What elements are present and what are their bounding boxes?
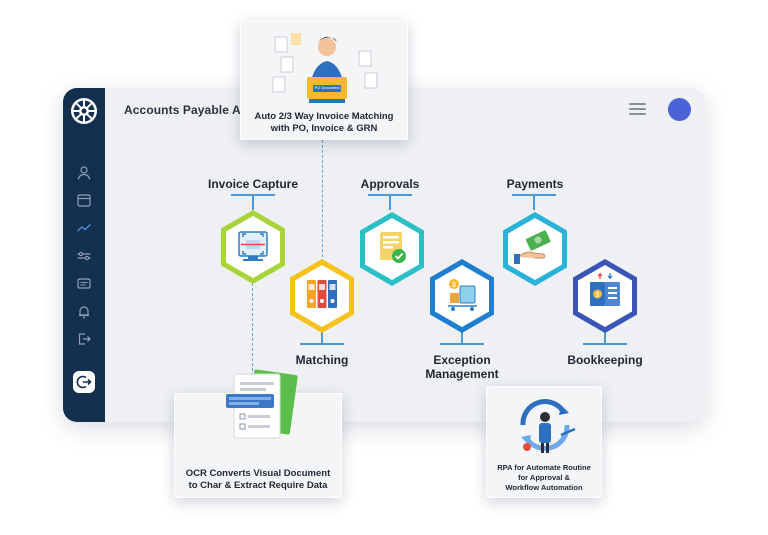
label-connector (252, 194, 254, 210)
logout-button[interactable] (73, 371, 95, 393)
step-label-invoice-capture: Invoice Capture (207, 177, 299, 191)
exit-icon[interactable] (76, 331, 92, 347)
step-node-bookkeeping[interactable]: $ (566, 257, 644, 335)
step-label-approvals: Approvals (360, 177, 420, 191)
step-node-invoice-capture[interactable] (214, 208, 292, 286)
svg-text:$: $ (452, 282, 456, 289)
step-label-exception: Exception Management (412, 353, 512, 381)
avatar[interactable] (668, 98, 691, 121)
logo-gear-icon (71, 98, 97, 124)
callout-matching-line2: with PO, Invoice & GRN (270, 123, 378, 134)
person-documents-illustration (272, 33, 378, 103)
connector-line-ocr (252, 283, 253, 381)
cash-hand-icon (503, 212, 567, 286)
step-label-exception-line1: Exception (433, 353, 491, 367)
label-underline (300, 343, 344, 345)
label-connector (321, 325, 323, 343)
callout-invoice-matching: PO Document Auto 2/3 Way Invoice Matchin… (240, 20, 408, 140)
callout-ocr-line2: to Char & Extract Require Data (188, 480, 328, 491)
callout-rpa: RPA for Automate Routine for Approval & … (486, 386, 602, 498)
chart-line-icon[interactable] (76, 220, 92, 236)
label-connector (461, 325, 463, 343)
logout-icon (76, 375, 92, 389)
approval-document-icon (360, 212, 424, 286)
step-label-matching: Matching (295, 353, 349, 367)
sidebar (63, 88, 105, 422)
connector-line-matching (322, 140, 323, 262)
step-node-exception-management[interactable]: $ (423, 257, 501, 335)
step-node-approvals[interactable] (353, 210, 431, 288)
bell-icon[interactable] (76, 304, 92, 320)
page-title: Accounts Payable Aut (124, 103, 253, 117)
label-connector (389, 194, 391, 210)
rpa-automation-illustration (520, 399, 576, 453)
scanner-icon (221, 210, 285, 284)
step-node-matching[interactable] (283, 257, 361, 335)
message-icon[interactable] (76, 276, 92, 292)
po-badge: PO Document (314, 85, 340, 90)
user-icon[interactable] (76, 165, 92, 181)
step-node-payments[interactable] (496, 210, 574, 288)
sliders-icon[interactable] (76, 248, 92, 264)
callout-rpa-line3: Workflow Automation (505, 483, 583, 492)
step-label-bookkeeping: Bookkeeping (567, 353, 643, 367)
svg-text:$: $ (596, 292, 600, 299)
ocr-document-illustration (226, 369, 298, 439)
callout-rpa-line2: for Approval & (518, 473, 570, 482)
menu-bar (629, 103, 646, 105)
label-connector (604, 325, 606, 343)
callout-ocr-line1: OCR Converts Visual Document (185, 468, 331, 479)
ledger-book-icon: $ (573, 259, 637, 333)
binders-icon (290, 259, 354, 333)
step-label-exception-line2: Management (425, 367, 499, 381)
callout-ocr: OCR Converts Visual Document to Char & E… (174, 369, 342, 498)
app-window: Accounts Payable Aut (63, 88, 705, 422)
exception-cart-icon: $ (430, 259, 494, 333)
label-underline (440, 343, 484, 345)
callout-rpa-line1: RPA for Automate Routine (497, 463, 591, 472)
callout-matching-line1: Auto 2/3 Way Invoice Matching (254, 111, 394, 122)
label-underline (583, 343, 627, 345)
step-label-payments: Payments (506, 177, 564, 191)
menu-bar (629, 113, 646, 115)
label-connector (533, 194, 535, 210)
menu-bar (629, 108, 646, 110)
calendar-icon[interactable] (76, 192, 92, 208)
menu-button[interactable] (629, 103, 646, 116)
